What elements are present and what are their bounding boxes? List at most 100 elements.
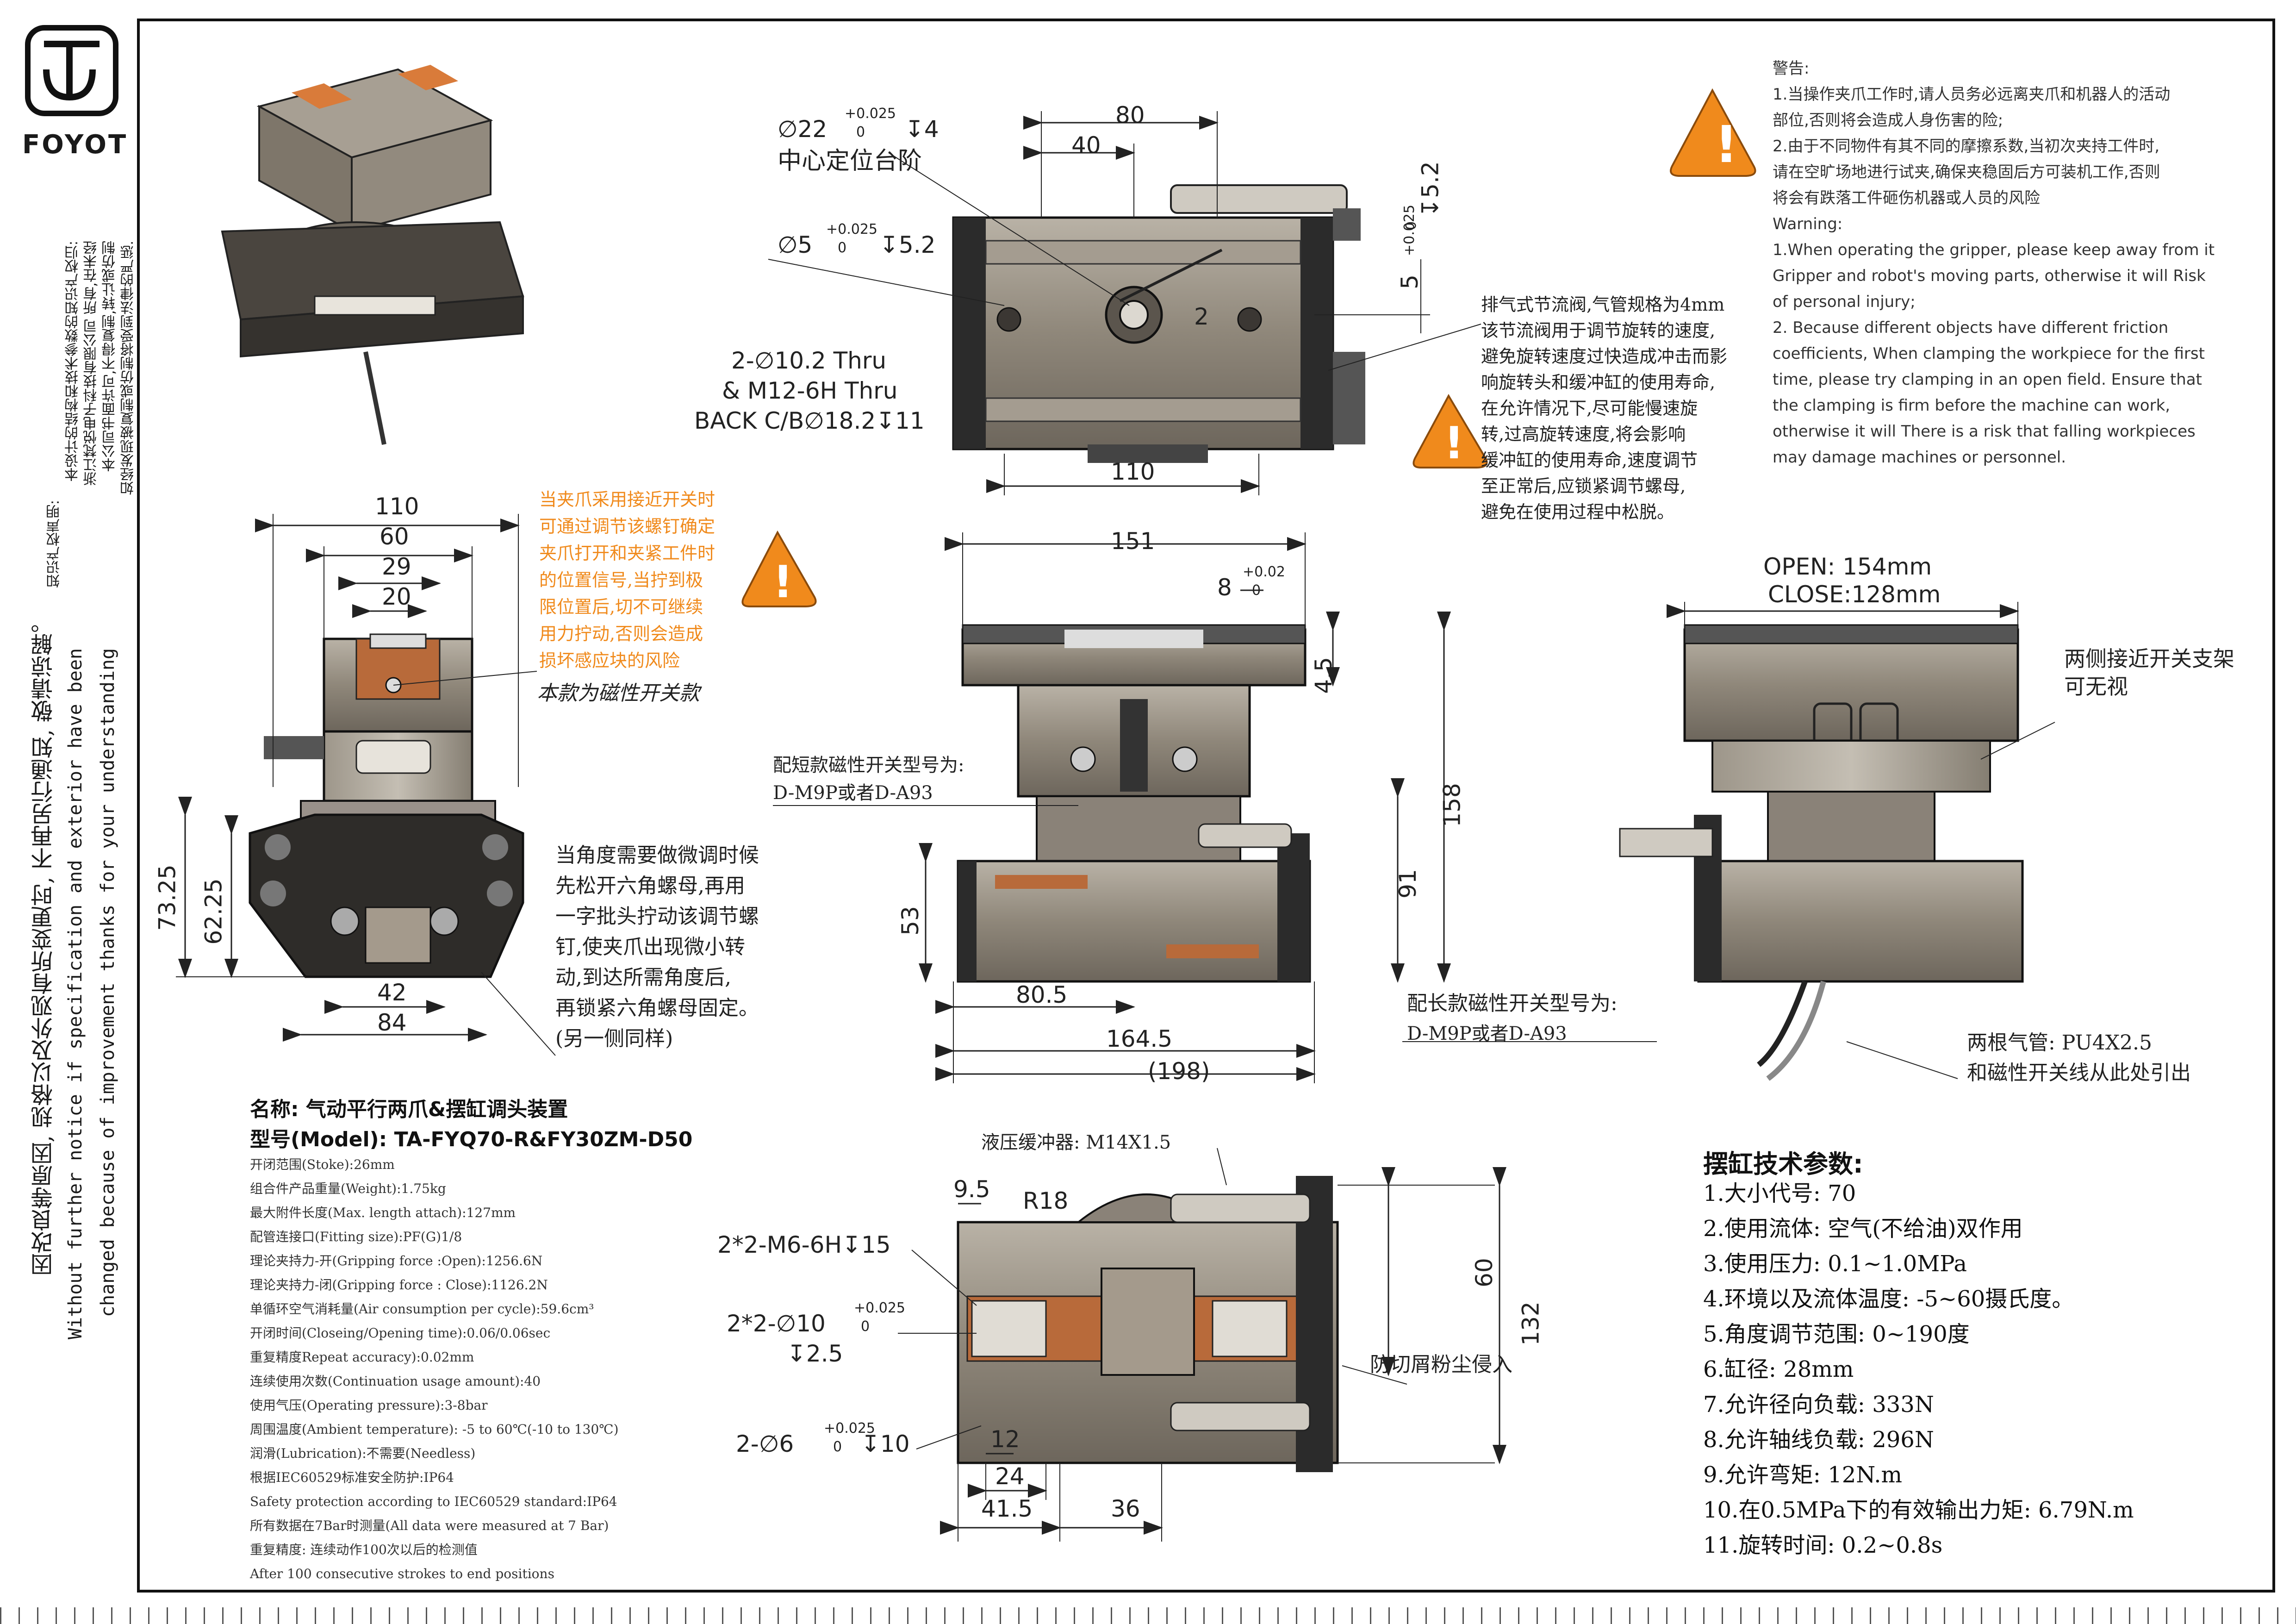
dim-132: 132 <box>1517 1301 1544 1346</box>
param-line: 11.旋转时间: 0.2~0.8s <box>1703 1532 1943 1558</box>
spec-line: 所有数据在7Bar时测量(All data were measured at 7… <box>250 1518 609 1533</box>
spec-line: 周围温度(Ambient temperature): -5 to 60℃(-10… <box>250 1422 619 1437</box>
dim-d22-depth: ↧4 <box>905 116 939 143</box>
dim-7325: 73.25 <box>154 864 181 931</box>
product-name: 名称: 气动平行两爪&摆缸调头装置 <box>250 1098 568 1121</box>
dim-45: 4.5 <box>1310 657 1337 694</box>
warning-line: coefficients, When clamping the workpiec… <box>1773 344 2205 363</box>
cylinder-params-list: 1.大小代号: 70 2.使用流体: 空气(不给油)双作用 3.使用压力: 0.… <box>1703 1176 2134 1563</box>
note-line: 响旋转头和缓冲缸的使用寿命, <box>1481 372 1716 393</box>
warning-line: the clamping is firm before the machine … <box>1773 396 2171 415</box>
dim-d5-depth: ↧5.2 <box>879 231 936 258</box>
warning-line: 1.当操作夹爪工作时,请人员务必远离夹爪和机器人的活动 <box>1773 85 2171 104</box>
short-switch-label-1: 配短款磁性开关型号为: <box>773 755 964 776</box>
warning-block: 警告: 1.当操作夹爪工作时,请人员务必远离夹爪和机器人的活动 部位,否则将会造… <box>1773 56 2245 470</box>
note-line: 至正常后,应锁紧调节螺母, <box>1481 476 1686 496</box>
spec-line: Safety protection according to IEC60529 … <box>250 1494 617 1509</box>
holes-label-3: BACK C/B∅18.2↧11 <box>694 407 925 434</box>
spec-line: 重复精度: 连续动作100次以后的检测值 <box>250 1542 478 1557</box>
dim-60-side: 60 <box>380 523 409 550</box>
dim-8-tol-top: +0.02 <box>1243 564 1285 580</box>
warning-line: may damage machines or personnel. <box>1773 448 2066 467</box>
spec-list: 开闭范围(Stoke):26mm 组合件产品重量(Weight):1.75kg … <box>250 1153 619 1586</box>
dim-d10-depth: ↧2.5 <box>787 1340 843 1367</box>
dim-24: 24 <box>995 1463 1025 1490</box>
mark-2: 2 <box>1194 303 1209 330</box>
note-line: 一字批头拧动该调节螺 <box>555 905 759 928</box>
spec-line: 开闭范围(Stoke):26mm <box>250 1157 395 1172</box>
holes-label-1: 2-∅10.2 Thru <box>731 347 887 374</box>
spec-line: 理论夹持力-开(Gripping force :Open):1256.6N <box>250 1253 543 1268</box>
dim-r18: R18 <box>1023 1187 1069 1214</box>
dim-84: 84 <box>377 1009 407 1036</box>
dim-d6: 2-∅6 <box>736 1430 794 1457</box>
front-view <box>773 532 1657 1083</box>
dust-proof-label: 防切屑粉尘侵入 <box>1370 1353 1512 1376</box>
change-notice-en1: Without further notice if specification … <box>65 648 86 1340</box>
product-model: 型号(Model): TA-FYQ70-R&FY30ZM-D50 <box>250 1128 693 1151</box>
change-notice-cn: 因改良等原因, 规格以及外观有所变更时, 不再另行通知, 敬请谅解。 <box>31 611 57 1276</box>
bracket-note-1: 两侧接近开关支架 <box>2064 646 2234 671</box>
param-line: 4.环境以及流体温度: -5~60摄氏度。 <box>1703 1286 2074 1312</box>
dim-29-side: 29 <box>382 553 411 580</box>
dim-d10-tol-top: +0.025 <box>854 1300 906 1316</box>
warning-line: of personal injury; <box>1773 293 1916 311</box>
dim-42: 42 <box>377 979 407 1006</box>
note-line: 用力拧动,否则会造成 <box>539 624 703 644</box>
dim-d5-tol-top: +0.025 <box>826 221 878 237</box>
note-line: 转,过高旋转速度,将会影响 <box>1481 424 1686 444</box>
note-line: 避免旋转速度过快造成冲击而影 <box>1481 346 1728 367</box>
dim-5-tol-bot: 0 <box>1403 221 1420 231</box>
param-line: 6.缸径: 28mm <box>1703 1356 1854 1382</box>
dim-5-vertical: 5 <box>1396 275 1423 289</box>
note-line: 当角度需要做微调时候 <box>555 843 759 867</box>
foyot-logo-mark <box>25 25 118 116</box>
spec-line: 润滑(Lubrication):不需要(Needless) <box>250 1446 476 1461</box>
dim-110-top: 110 <box>1111 458 1155 485</box>
close-stroke-label: CLOSE:128mm <box>1768 581 1941 608</box>
dim-40: 40 <box>1071 132 1101 159</box>
spec-line: 连续使用次数(Continuation usage amount):40 <box>250 1374 541 1389</box>
holes-label-2: & M12-6H Thru <box>722 377 898 404</box>
ip-notice-line: 本设计的结构和技术参数的知识产权归: <box>65 241 81 482</box>
cylinder-params-title: 摆缸技术参数: <box>1703 1149 1863 1179</box>
spec-line: After 100 consecutive strokes to end pos… <box>250 1566 554 1581</box>
param-line: 5.角度调节范围: 0~190度 <box>1703 1321 1970 1347</box>
top-view <box>768 111 1481 495</box>
ip-notice-line: 浙江梵悦电子科技有限公司 所有,在未经 <box>83 241 100 486</box>
dim-52-vertical: ↧5.2 <box>1417 161 1444 218</box>
note-line: 动,到达所需角度后, <box>555 966 731 989</box>
spec-line: 重复精度Repeat accuracy):0.02mm <box>250 1349 474 1365</box>
dim-53: 53 <box>896 906 924 936</box>
tube-note-2: 和磁性开关线从此处引出 <box>1967 1061 2191 1085</box>
warning-triangle-icon: ! <box>1670 88 1756 177</box>
param-line: 2.使用流体: 空气(不给油)双作用 <box>1703 1216 2023 1242</box>
change-notice-en2: changed because of improvement thanks fo… <box>97 648 118 1317</box>
brand-name: FOYOT <box>22 130 128 160</box>
param-line: 9.允许弯矩: 12N.m <box>1703 1462 1903 1488</box>
dim-151: 151 <box>1111 528 1155 555</box>
warning-line: otherwise it will There is a risk that f… <box>1773 422 2196 441</box>
spec-line: 最大附件长度(Max. length attach):127mm <box>250 1205 516 1220</box>
param-line: 1.大小代号: 70 <box>1703 1181 1856 1206</box>
spec-line: 根据IEC60529标准安全防护:IP64 <box>250 1470 454 1485</box>
spec-line: 理论夹持力-闭(Gripping force : Close):1126.2N <box>250 1277 548 1293</box>
dim-d6-depth: ↧10 <box>861 1430 910 1457</box>
ip-notice-line: 如经发现被复制或仿制将受到法律的严惩. <box>120 241 137 495</box>
bottom-ruler <box>0 1607 2296 1624</box>
dim-158: 158 <box>1438 783 1466 827</box>
dim-d5-tol-bot: 0 <box>838 240 847 256</box>
dim-d22: ∅22 <box>778 116 828 143</box>
center-step-label: 中心定位台阶 <box>778 147 922 175</box>
spec-line: 使用气压(Operating pressure):3-8bar <box>250 1398 488 1413</box>
note-line: 在允许情况下,尽可能慢速旋 <box>1481 398 1698 418</box>
open-stroke-label: OPEN: 154mm <box>1763 553 1932 580</box>
buffer-label: 液压缓冲器: M14X1.5 <box>981 1132 1171 1153</box>
side-view <box>176 514 556 1056</box>
bracket-note-2: 可无视 <box>2064 674 2128 699</box>
warning-line: 2.由于不同物件有其不同的摩擦系数,当初次夹持工件时, <box>1773 137 2160 156</box>
drawing-frame <box>137 19 2275 1593</box>
dim-36: 36 <box>1111 1495 1140 1522</box>
dim-20-side: 20 <box>382 583 411 610</box>
